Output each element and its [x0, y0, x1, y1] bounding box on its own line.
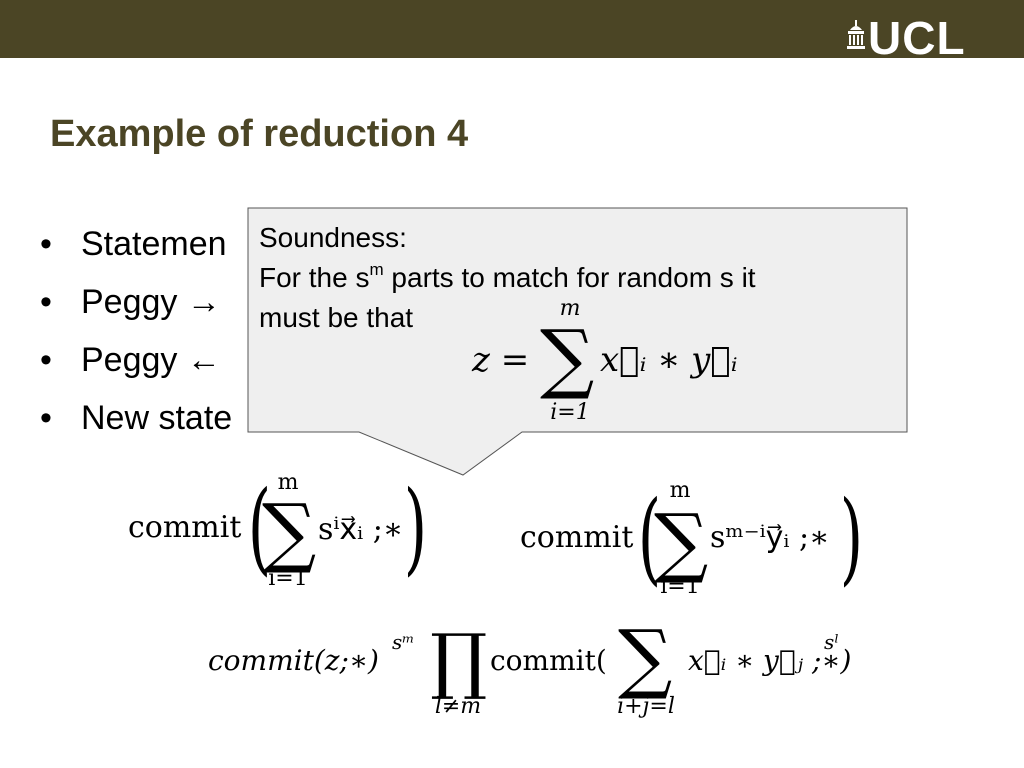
bullet-item: New state	[40, 389, 232, 447]
slide-title: Example of reduction 4	[50, 113, 469, 155]
eq1-body: sⁱx⃗ᵢ ;∗	[318, 512, 404, 547]
sum-lower: i=1	[660, 574, 700, 599]
product-symbol: ∏	[430, 618, 488, 702]
callout-line1: For the sm parts to match for random s i…	[259, 260, 756, 293]
prod-lower: l≠m	[434, 694, 482, 719]
logo-text: UCL	[868, 12, 966, 64]
callout-sup: m	[369, 260, 384, 279]
bullet-item: Statemen	[40, 215, 232, 273]
bullet-text: Peggy →	[81, 283, 221, 321]
sum-symbol: ∑	[618, 613, 673, 702]
formula-term: x⃗ᵢ ∗ y⃗ᵢ	[600, 340, 738, 380]
sum-upper: m	[277, 470, 299, 495]
bullet-list: Statemen Peggy → Peggy ← New state	[40, 215, 232, 447]
sum-symbol: ∑	[654, 497, 709, 586]
sum-lower: i+j=l	[617, 694, 675, 719]
sum-upper: m	[559, 296, 581, 321]
formula-lhs: z =	[472, 340, 530, 380]
sum-upper: m	[669, 478, 691, 503]
sum-lower: i=1	[268, 566, 308, 591]
eq3-part1-exp: sᵐ	[392, 630, 415, 654]
ucl-logo: UCL	[846, 12, 966, 64]
callout-line2: must be that	[259, 302, 414, 333]
eq1-func: commit	[128, 510, 242, 545]
eq2-func: commit	[520, 520, 634, 555]
sum-symbol: ∑	[262, 487, 317, 576]
eq2-body: sᵐ⁻ⁱy⃗ᵢ ;∗	[710, 520, 830, 555]
bullet-text: New state	[81, 399, 233, 437]
sum-symbol: ∑	[540, 313, 595, 402]
eq3-body: x⃗ᵢ ∗ y⃗ⱼ ;∗)	[688, 644, 852, 677]
eq3-body-exp: sˡ	[824, 630, 840, 654]
bullet-text: Statemen	[81, 225, 227, 263]
bullet-item: Peggy ←	[40, 331, 232, 389]
eq3-part2: commit(	[490, 644, 607, 677]
bullet-item: Peggy →	[40, 273, 232, 331]
sum-lower: i=1	[550, 400, 590, 425]
bullet-text: Peggy ←	[81, 341, 221, 379]
eq3-part1: commit(z;∗)	[208, 644, 379, 677]
callout-heading: Soundness:	[259, 222, 407, 253]
portico-icon	[847, 20, 865, 49]
callout-text: Soundness: For the sm parts to match for…	[259, 218, 899, 338]
